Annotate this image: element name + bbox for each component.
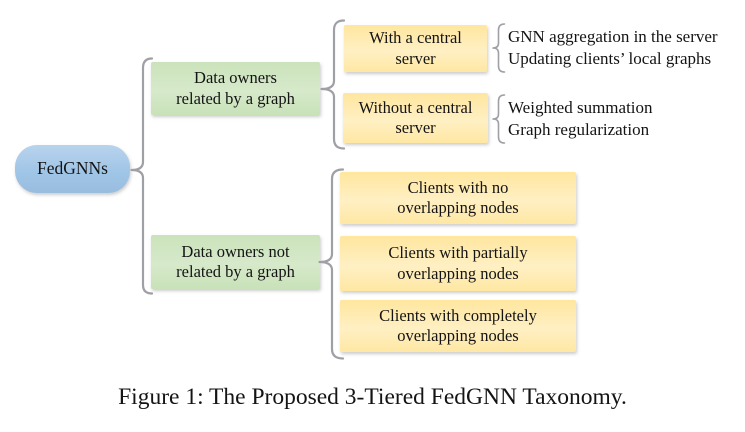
method-line: GNN aggregation in the server (508, 27, 718, 46)
tier2-node-without-central-server: Without a central server (343, 93, 488, 143)
tier2-node-partial-overlap: Clients with partially overlapping nodes (340, 236, 576, 291)
root-node-fedgnns: FedGNNs (15, 145, 130, 193)
method-line: Weighted summation (508, 98, 653, 117)
brace-with-server-methods (492, 23, 506, 73)
tier1-node-label: Data owners related by a graph (176, 68, 295, 108)
method-line: Graph regularization (508, 120, 650, 139)
figure-caption: Figure 1: The Proposed 3-Tiered FedGNN T… (118, 384, 627, 410)
brace-root-to-tier1 (130, 57, 154, 295)
brace-tier1-to-server-branch (320, 19, 346, 150)
root-node-label: FedGNNs (37, 158, 108, 179)
tier2-node-no-overlap: Clients with no overlapping nodes (340, 172, 576, 224)
tier2-node-label: Without a central server (358, 97, 473, 137)
tier1-node-not-related: Data owners not related by a graph (151, 235, 320, 289)
tier2-node-label: Clients with completely overlapping node… (379, 305, 537, 345)
tier2-node-with-central-server: With a central server (344, 25, 487, 72)
tier1-node-label: Data owners not related by a graph (176, 241, 295, 281)
tier2-node-complete-overlap: Clients with completely overlapping node… (340, 300, 576, 352)
tier2-node-label: Clients with no overlapping nodes (397, 177, 519, 217)
method-line: Updating clients’ local graphs (508, 49, 712, 68)
tier1-node-related: Data owners related by a graph (151, 62, 320, 115)
brace-without-server-methods (492, 94, 506, 144)
tier2-node-label: With a central server (369, 28, 462, 68)
methods-without-central-server: Weighted summation Graph regularization (508, 96, 653, 142)
tier2-node-label: Clients with partially overlapping nodes (388, 243, 528, 283)
methods-with-central-server: GNN aggregation in the server Updating c… (508, 25, 718, 71)
brace-tier1-to-overlap-branch (318, 168, 345, 360)
